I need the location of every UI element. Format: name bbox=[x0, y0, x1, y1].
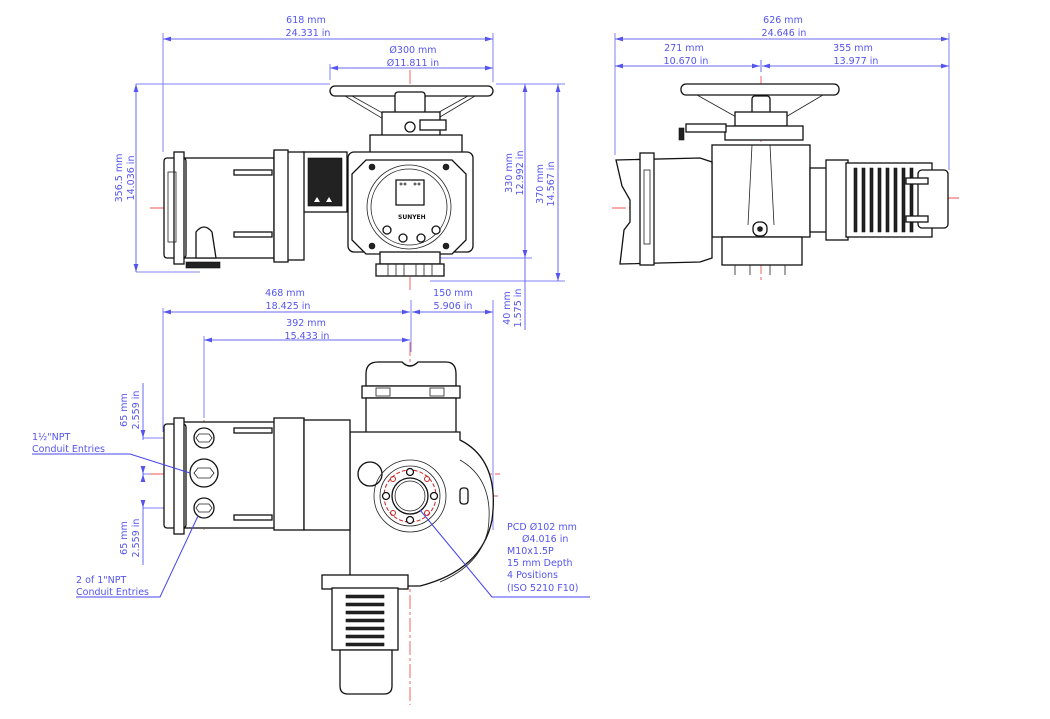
dim-150-in: 5.906 in bbox=[434, 301, 473, 312]
dim-330-in: 12.992 in bbox=[515, 151, 526, 196]
knob-left bbox=[382, 225, 392, 235]
front-dimensions: 618 mm 24.331 in Ø300 mm Ø11.811 in 356.… bbox=[114, 15, 557, 327]
dim-150-mm: 150 mm bbox=[433, 288, 473, 299]
knob-right bbox=[431, 225, 441, 235]
note-flange-line4: 15 mm Depth bbox=[507, 558, 573, 569]
note-aux-conduit-line2: Conduit Entries bbox=[76, 587, 149, 598]
dim-330-mm: 330 mm bbox=[504, 153, 515, 193]
dim-355-mm: 355 mm bbox=[833, 43, 873, 54]
dim-356-mm: 356.5 mm bbox=[114, 154, 125, 203]
dim-65-bottom-in: 2.559 in bbox=[131, 519, 142, 558]
leader-main-conduit bbox=[32, 453, 191, 474]
dim-65-top-mm: 65 mm bbox=[119, 393, 130, 427]
dim-370-in: 14.567 in bbox=[546, 162, 557, 207]
side-view bbox=[612, 33, 960, 282]
dim-271-mm: 271 mm bbox=[664, 43, 704, 54]
knob-down bbox=[416, 233, 426, 243]
leader-aux-conduit bbox=[76, 515, 199, 598]
dim-618-in: 24.331 in bbox=[286, 28, 331, 39]
note-flange-line2: Ø4.016 in bbox=[522, 534, 568, 545]
conduit-entry-top bbox=[193, 427, 215, 449]
dim-40-mm: 40 mm bbox=[502, 291, 513, 325]
note-flange-line3: M10x1.5P bbox=[507, 546, 554, 557]
dim-300-mm: Ø300 mm bbox=[389, 45, 436, 56]
front-view: SUNYEH bbox=[133, 33, 565, 330]
knob-up bbox=[398, 233, 408, 243]
dim-468-in: 18.425 in bbox=[266, 301, 311, 312]
dim-468-mm: 468 mm bbox=[265, 288, 305, 299]
dim-618-mm: 618 mm bbox=[286, 15, 326, 26]
note-main-conduit-line2: Conduit Entries bbox=[32, 444, 105, 455]
note-flange-line6: (ISO 5210 F10) bbox=[507, 583, 579, 594]
dim-392-in: 15.433 in bbox=[285, 331, 330, 342]
note-flange-line1: PCD Ø102 mm bbox=[507, 522, 577, 533]
dim-40-in: 1.575 in bbox=[513, 289, 524, 328]
dim-356-in: 14.036 in bbox=[126, 156, 137, 201]
display-brand-label: SUNYEH bbox=[398, 214, 426, 221]
dim-626-in: 24.646 in bbox=[762, 28, 807, 39]
side-dimensions: 626 mm 24.646 in 271 mm 10.670 in 355 mm… bbox=[664, 15, 879, 67]
dim-65-top-in: 2.559 in bbox=[131, 391, 142, 430]
dim-300-in: Ø11.811 in bbox=[387, 58, 439, 69]
dim-626-mm: 626 mm bbox=[763, 15, 803, 26]
dim-271-in: 10.670 in bbox=[664, 56, 709, 67]
dim-370-mm: 370 mm bbox=[535, 164, 546, 204]
top-dimensions: 468 mm 18.425 in 150 mm 5.906 in 392 mm … bbox=[32, 288, 579, 598]
dim-65-bottom-mm: 65 mm bbox=[119, 521, 130, 555]
dim-392-mm: 392 mm bbox=[286, 318, 326, 329]
leader-flange bbox=[419, 509, 590, 598]
conduit-entry-bottom bbox=[193, 497, 215, 519]
note-main-conduit-line1: 1½"NPT bbox=[32, 432, 70, 443]
top-view bbox=[32, 300, 590, 705]
dim-355-in: 13.977 in bbox=[834, 56, 879, 67]
note-flange-line5: 4 Positions bbox=[507, 570, 558, 581]
note-aux-conduit-line1: 2 of 1"NPT bbox=[76, 575, 126, 586]
